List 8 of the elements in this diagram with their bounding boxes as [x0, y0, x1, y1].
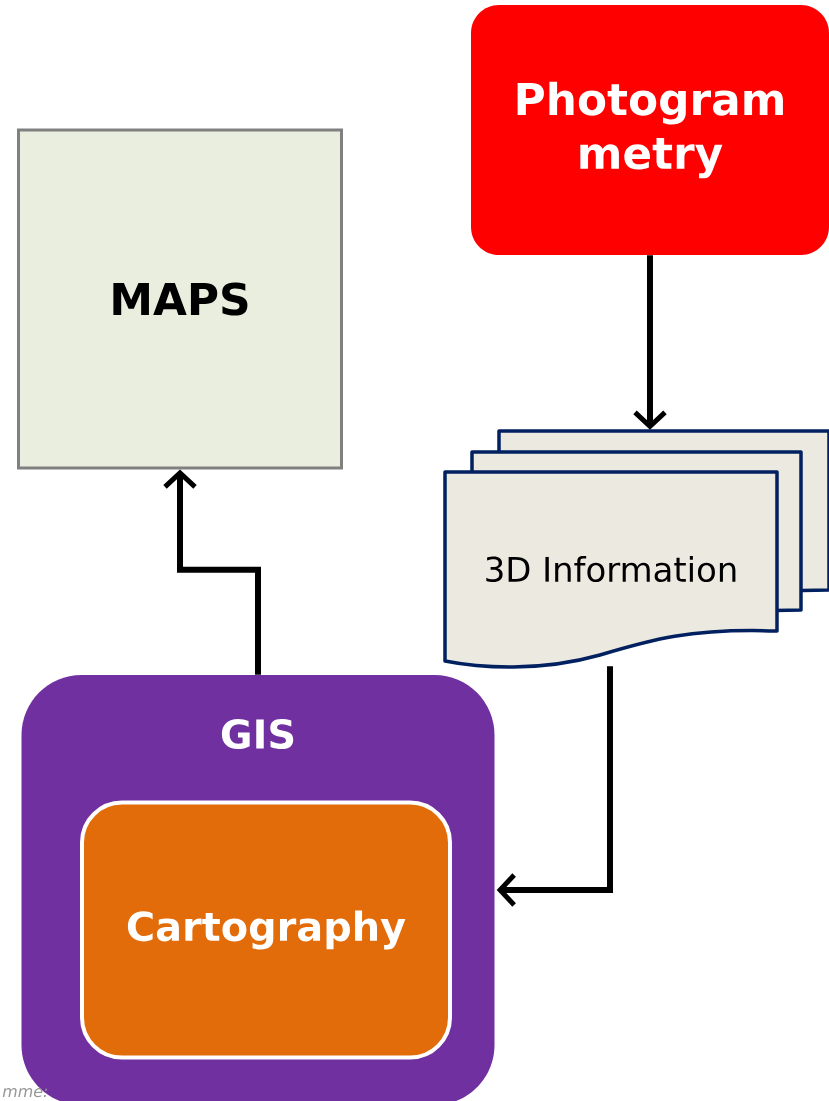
arrow [163, 469, 261, 675]
note-text: mme: [2, 1088, 48, 1098]
output-box: MAPS [17, 128, 343, 470]
process-box: Photogram metry [471, 5, 829, 255]
document-stack: 3D Information [443, 429, 829, 669]
arrow [633, 255, 667, 430]
process-box: Cartography [80, 800, 452, 1060]
arrow [496, 666, 613, 907]
